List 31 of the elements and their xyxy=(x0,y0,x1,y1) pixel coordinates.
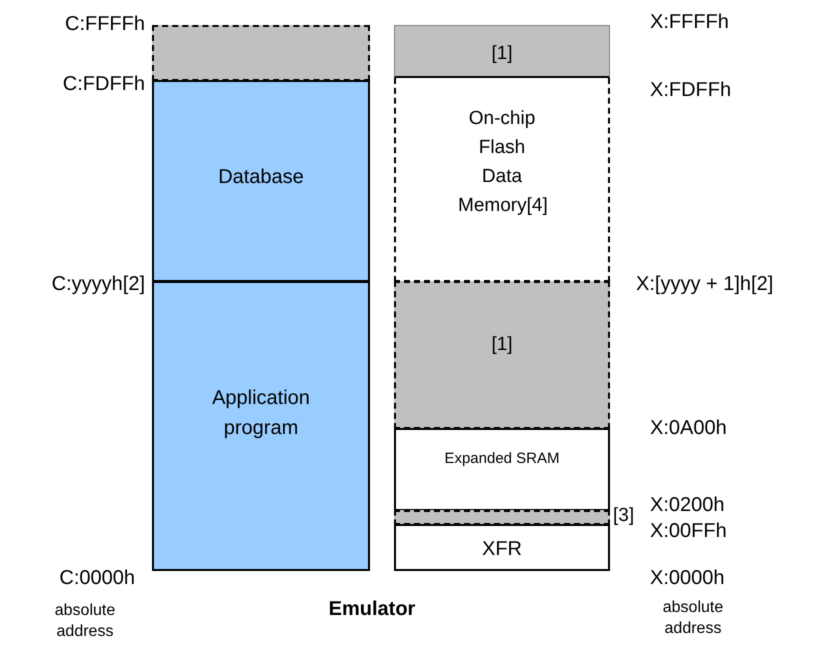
address-label: X:00FFh xyxy=(650,520,727,542)
region-label: [1] xyxy=(491,43,513,64)
memory-region-box xyxy=(152,25,370,81)
memory-region xyxy=(394,428,610,511)
memory-region xyxy=(394,78,610,282)
caption: Emulator xyxy=(328,598,416,620)
region-label: XFR xyxy=(482,538,522,560)
address-label: C:0000h xyxy=(59,567,135,589)
region-label: [1] xyxy=(491,334,513,355)
footnote-mark: [3] xyxy=(613,505,634,527)
address-label: X:0A00h xyxy=(650,417,727,439)
memory-region xyxy=(394,281,610,429)
address-label: X:0200h xyxy=(650,494,725,516)
address-label: X:FFFFh xyxy=(650,11,729,33)
memory-region xyxy=(394,524,610,571)
address-label: X:0000h xyxy=(650,567,725,589)
memory-region xyxy=(152,281,370,571)
region-label: Expanded SRAM xyxy=(444,450,560,467)
address-label: C:FDFFh xyxy=(62,73,145,95)
axis-note: absolute address xyxy=(662,599,724,637)
address-label: C:yyyyh[2] xyxy=(52,273,145,295)
region-label: Application program xyxy=(212,387,310,439)
address-label: X:FDFFh xyxy=(650,79,732,101)
address-label: C:FFFFh xyxy=(65,13,145,35)
region-label: On-chip Flash Data Memory[4] xyxy=(458,108,548,216)
region-label: Database xyxy=(218,166,304,188)
address-label: X:[yyyy + 1]h[2] xyxy=(636,273,774,295)
axis-note: absolute address xyxy=(54,602,116,640)
memory-region-box xyxy=(394,510,610,525)
memory-region xyxy=(394,25,610,79)
memory-region xyxy=(152,80,370,282)
